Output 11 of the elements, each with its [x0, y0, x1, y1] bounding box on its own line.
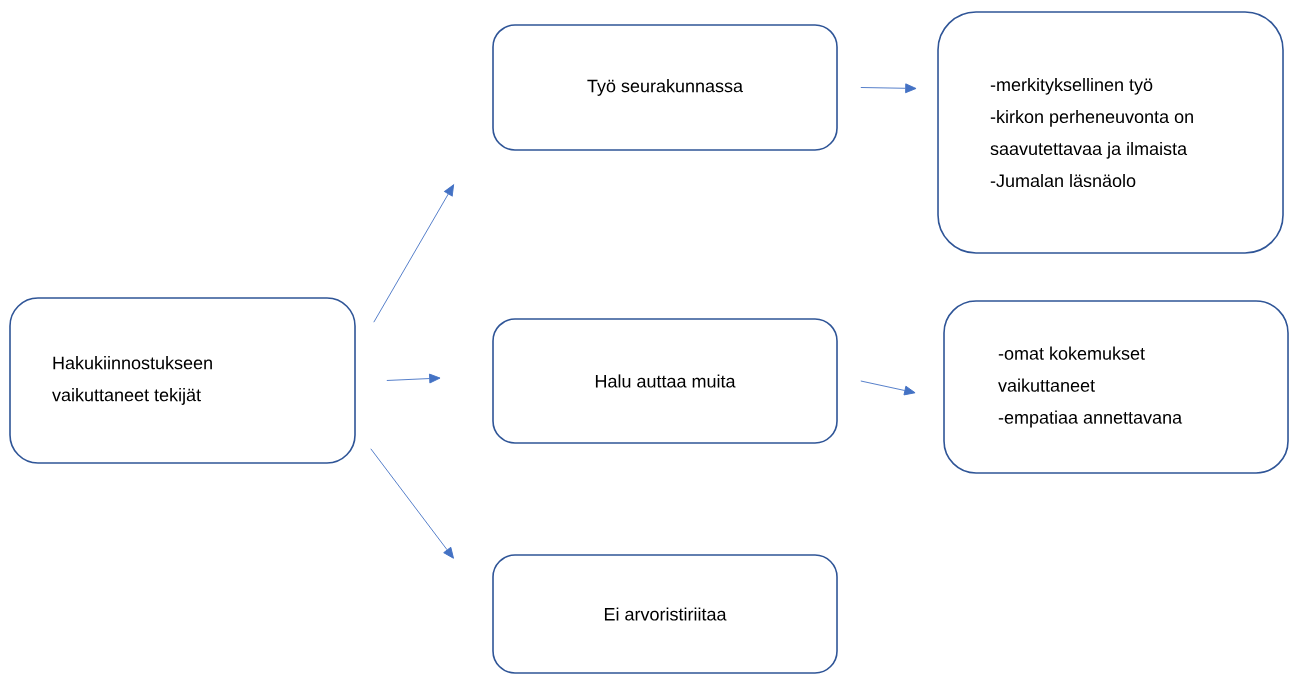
rounded-box: Ei arvoristiriitaa	[492, 554, 838, 674]
arrow	[860, 83, 917, 94]
arrow	[370, 448, 454, 559]
rounded-box: -merkityksellinen työ -kirkon perheneuvonta on saavutettavaa ja ilmaista -Jumalan läsnäolo	[937, 11, 1284, 254]
arrow	[860, 380, 916, 396]
arrow	[373, 184, 455, 323]
arrow	[386, 373, 441, 384]
rounded-box: Työ seurakunnassa	[492, 24, 838, 151]
rounded-box: Halu auttaa muita	[492, 318, 838, 444]
rounded-box: Hakukiinnostukseen vaikuttaneet tekijät	[9, 297, 356, 464]
rounded-box: -omat kokemukset vaikuttaneet -empatiaa annettavana	[943, 300, 1289, 474]
